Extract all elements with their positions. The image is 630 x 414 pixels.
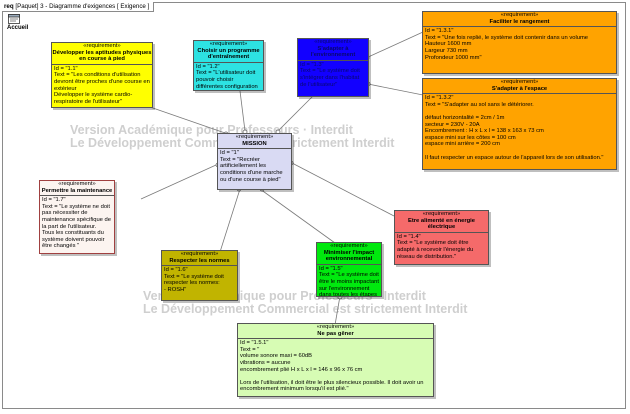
requirement-1-6[interactable]: «requirement» Respecter les normes Id = …: [161, 250, 238, 301]
requirement-1-2[interactable]: «requirement» Choisir un programme d'ent…: [193, 40, 264, 91]
requirement-name: Faciliter le rangement: [489, 18, 550, 25]
requirement-text: Text = "Le système doit être adapté à re…: [397, 240, 474, 260]
stereotype: «requirement»: [316, 324, 355, 330]
requirement-name: Respecter les normes: [169, 257, 230, 264]
link-r13-r131: [365, 31, 424, 59]
requirement-1-1[interactable]: «requirement» Développer les aptitudes p…: [51, 42, 153, 108]
link-mission-r13: [277, 95, 314, 132]
link-mission-r14: [291, 162, 395, 217]
separator: [194, 61, 263, 63]
requirement-name: Permettre la maintenance: [41, 187, 113, 194]
diagram-frame: [2, 2, 626, 409]
link-r13-r132: [367, 83, 424, 96]
requirement-id: Id = "1.3": [300, 61, 324, 68]
requirement-text: Text = "Les conditions d'utilisation dev…: [54, 72, 150, 105]
separator: [317, 263, 381, 265]
separator: [423, 26, 616, 28]
requirement-1-4[interactable]: «requirement» Etre alimenté en énergie é…: [394, 210, 489, 265]
requirement-text: Text = "S'adapter au sol sans le détério…: [425, 101, 604, 161]
link-mission-r16: [219, 188, 241, 253]
requirement-text: Text = "Recréer artificiellement les con…: [220, 156, 283, 183]
requirement-id: Id = "1.3.2": [425, 95, 454, 102]
requirement-id: Id = "1.5": [319, 265, 343, 272]
link-mission-r17: [140, 164, 217, 200]
home-icon[interactable]: [8, 14, 20, 24]
requirement-1-3-2[interactable]: «requirement» S'adapter à l'espace Id = …: [422, 78, 617, 170]
requirement-id: Id = "1.4": [397, 233, 421, 240]
frame-kind: req: [4, 3, 14, 10]
requirement-id: Id = "1.7": [42, 197, 66, 204]
stereotype: «requirement»: [314, 39, 352, 45]
requirement-id: Id = "1.5.1": [240, 340, 269, 347]
requirement-text: Text = "Le système ne doit pas nécessite…: [42, 203, 111, 250]
requirement-name: Etre alimenté en énergie électrique: [407, 217, 475, 231]
separator: [218, 148, 291, 150]
requirement-1-3-1[interactable]: «requirement» Faciliter le rangement Id …: [422, 11, 617, 74]
requirement-name: MISSION: [242, 140, 267, 147]
requirement-text: Text = "L'utilisateur doit pouvoir chois…: [196, 70, 258, 90]
stereotype: «requirement»: [500, 12, 539, 18]
stereotype: «requirement»: [500, 79, 539, 85]
requirement-mission[interactable]: «requirement» MISSION Id = "1" Text = "R…: [217, 133, 292, 190]
requirement-id: Id = "1.2": [196, 63, 220, 70]
requirement-id: Id = "1.3.1": [425, 28, 454, 35]
requirement-1-3[interactable]: «requirement» S'adapter à l'environnemen…: [297, 38, 369, 97]
separator: [298, 59, 368, 61]
link-mission-r12: [239, 90, 246, 132]
requirement-name: S'adapter à l'espace: [491, 85, 548, 92]
frame-title: [Paquet] 3 - Diagramme d'exigences [ Exi…: [15, 3, 150, 10]
stereotype: «requirement»: [330, 243, 368, 249]
separator: [52, 63, 152, 65]
stereotype: «requirement»: [209, 41, 248, 47]
separator: [238, 338, 433, 340]
requirement-name: Choisir un programme d'entraînement: [197, 47, 260, 61]
separator: [395, 231, 488, 233]
requirement-text: Text = "Une fois replié, le système doit…: [425, 34, 589, 61]
home-label[interactable]: Accueil: [7, 25, 29, 31]
stereotype: «requirement»: [235, 134, 274, 140]
separator: [162, 265, 237, 267]
separator: [423, 93, 616, 95]
stereotype: «requirement»: [180, 251, 219, 257]
requirement-id: Id = "1": [220, 150, 239, 157]
stereotype: «requirement»: [58, 181, 96, 187]
requirement-id: Id = "1.1": [54, 65, 78, 72]
requirement-id: Id = "1.6": [164, 267, 188, 274]
requirement-1-5-1[interactable]: «requirement» Ne pas gêner Id = "1.5.1" …: [237, 323, 434, 397]
requirement-text: Text = " volume sonore maxi = 60dB vibra…: [240, 346, 424, 393]
diagram-frame-title: req [Paquet] 3 - Diagramme d'exigences […: [2, 2, 155, 12]
link-mission-r15: [259, 188, 336, 244]
requirement-text: Text = "Le système doit respecter les no…: [164, 273, 224, 293]
stereotype: «requirement»: [83, 43, 121, 49]
requirement-text: Text = "Le système doit s'intégrer dans …: [300, 68, 360, 88]
requirement-name: Ne pas gêner: [317, 330, 354, 337]
watermark-line: Le Développement Commercial est strictem…: [143, 302, 468, 316]
requirement-name: S'adapter à l'environnement: [310, 45, 356, 59]
requirement-1-7[interactable]: «requirement» Permettre la maintenance I…: [39, 180, 115, 254]
requirement-name: Minimiser l'impact environnemental: [323, 249, 375, 263]
requirement-name: Développer les aptitudes physiques en co…: [52, 49, 152, 63]
requirement-text: Text = "Le système doit être le moins im…: [319, 272, 379, 297]
link-r15-r151: [334, 295, 341, 326]
link-mission-r11: [149, 106, 226, 134]
separator: [40, 195, 114, 197]
stereotype: «requirement»: [422, 211, 461, 217]
requirement-1-5[interactable]: «requirement» Minimiser l'impact environ…: [316, 242, 382, 297]
